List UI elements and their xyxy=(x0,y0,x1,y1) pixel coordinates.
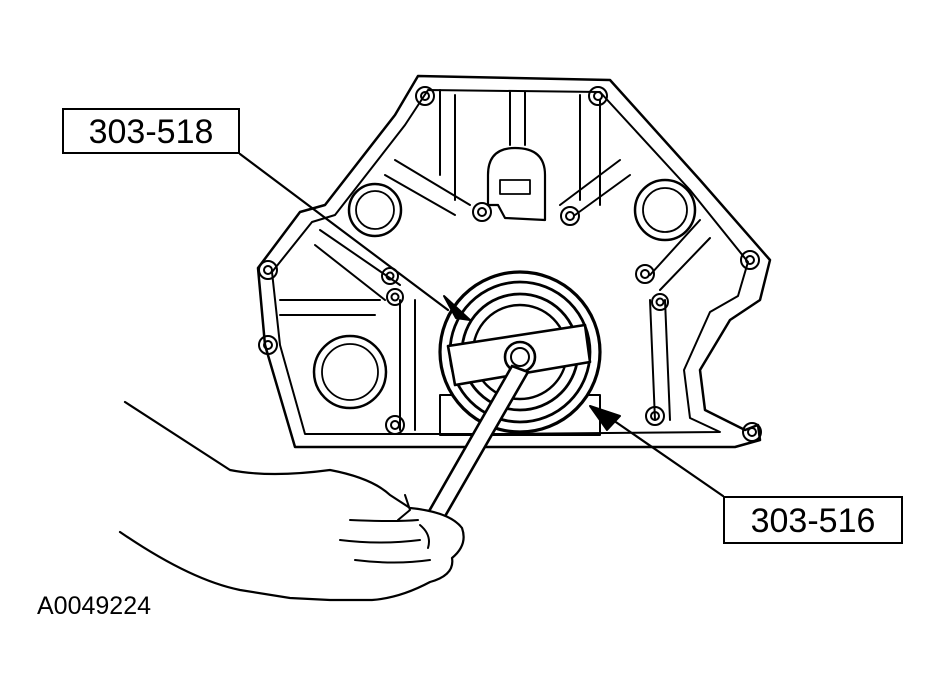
arrowhead-303-518 xyxy=(443,295,471,321)
right-upper-hole xyxy=(633,178,697,242)
left-upper-hole-inner xyxy=(355,190,395,230)
upper-boss xyxy=(486,146,547,222)
arrowhead-303-516 xyxy=(589,405,621,431)
bolt-holes xyxy=(258,86,762,442)
callout-label-303-516: 303-516 xyxy=(723,496,903,544)
left-upper-hole xyxy=(347,182,403,238)
left-lower-hole-inner xyxy=(321,343,379,401)
pilot-bar-hub-inner xyxy=(510,347,530,367)
left-lower-hole xyxy=(312,334,388,410)
pilot-bar-hub xyxy=(503,340,537,374)
leader-303-516 xyxy=(608,416,725,498)
upper-boss-slot xyxy=(499,179,531,195)
figure-reference-id: A0049224 xyxy=(37,592,152,620)
leader-303-518 xyxy=(238,152,450,312)
hand-fingers xyxy=(339,494,431,564)
cover-plate-outline xyxy=(256,74,772,449)
hand-outline xyxy=(118,400,465,602)
cover-ribs xyxy=(279,89,711,431)
callout-label-303-518: 303-518 xyxy=(62,108,240,154)
cover-plate-inner-outline xyxy=(271,89,749,435)
right-upper-hole-inner xyxy=(642,187,688,233)
